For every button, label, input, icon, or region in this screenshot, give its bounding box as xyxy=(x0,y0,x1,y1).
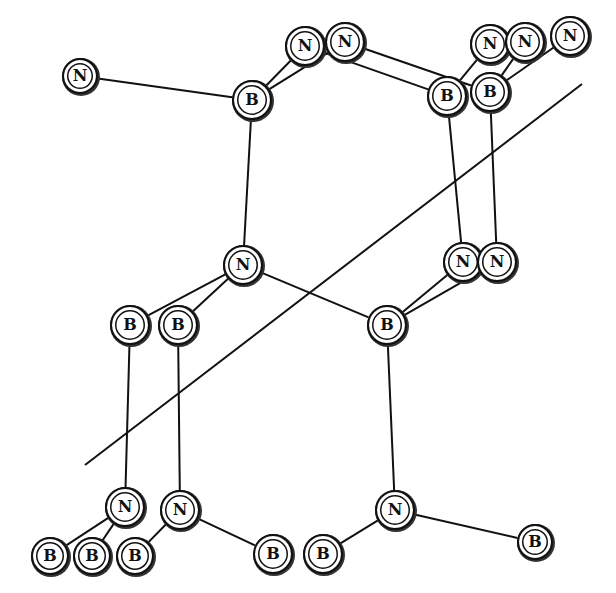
bond-line xyxy=(198,519,255,546)
atom-circle: B xyxy=(303,534,343,574)
bond-line xyxy=(178,345,180,490)
atom-circle: B xyxy=(470,72,510,112)
atom-circle: N xyxy=(223,245,263,285)
atom-circle: N xyxy=(477,242,517,282)
bond-line xyxy=(244,120,251,245)
atom-circle: B xyxy=(517,524,553,560)
atom-symbol: B xyxy=(171,317,185,333)
atom-circle: N xyxy=(62,58,98,94)
bond-line xyxy=(148,524,166,542)
atom-symbol: B xyxy=(43,548,57,564)
atom-symbol: N xyxy=(456,254,471,270)
atom-symbol: B xyxy=(123,317,137,333)
atom-symbol: N xyxy=(518,34,533,50)
atom-circle: N xyxy=(550,16,590,56)
atom-circle: B xyxy=(116,537,154,575)
atom-circle: N xyxy=(505,22,545,62)
atom-symbol: B xyxy=(85,548,99,564)
atom-symbol: B xyxy=(483,84,497,100)
atom-symbol: B xyxy=(440,88,454,104)
atom-symbol: N xyxy=(388,502,403,518)
atom-symbol: N xyxy=(563,28,578,44)
bond-line xyxy=(266,60,291,85)
atom-symbol: N xyxy=(298,38,313,54)
atom-circle: B xyxy=(427,76,467,116)
bond-line xyxy=(261,273,368,318)
atom-symbol: B xyxy=(128,548,142,564)
atom-circle: B xyxy=(73,537,111,575)
bond-line xyxy=(126,345,130,487)
bond-line xyxy=(491,112,496,242)
bond-line xyxy=(193,279,229,312)
atom-circle: B xyxy=(232,80,272,120)
bond-line xyxy=(388,345,394,490)
atom-circle: N xyxy=(325,22,365,62)
atom-symbol: N xyxy=(73,68,88,84)
bond-line xyxy=(449,116,461,242)
bond-line xyxy=(501,58,513,75)
atom-symbol: N xyxy=(236,257,251,273)
atom-symbol: B xyxy=(528,534,542,550)
bond-line xyxy=(340,520,378,543)
atom-symbol: N xyxy=(173,502,188,518)
atom-circle: B xyxy=(158,305,198,345)
atom-circle: B xyxy=(367,305,407,345)
atom-symbol: B xyxy=(316,546,330,562)
atom-symbol: B xyxy=(245,92,259,108)
atom-circle: N xyxy=(160,490,200,530)
cleavage-plane-line xyxy=(85,84,582,465)
atom-symbol: N xyxy=(118,499,133,515)
atom-circle: N xyxy=(105,487,145,527)
atom-circle: N xyxy=(470,24,510,64)
atom-symbol: N xyxy=(483,36,498,52)
bond-line xyxy=(414,514,517,538)
bond-line xyxy=(103,524,114,541)
atom-symbol: N xyxy=(338,34,353,50)
atom-circle: B xyxy=(31,537,69,575)
atom-circle: N xyxy=(375,490,415,530)
atom-symbol: B xyxy=(266,546,280,562)
atom-symbol: B xyxy=(380,317,394,333)
bond-line xyxy=(98,78,232,97)
atom-symbol: N xyxy=(490,254,505,270)
atom-circle: B xyxy=(110,305,150,345)
atom-circle: N xyxy=(285,26,325,66)
atom-circle: B xyxy=(253,534,293,574)
